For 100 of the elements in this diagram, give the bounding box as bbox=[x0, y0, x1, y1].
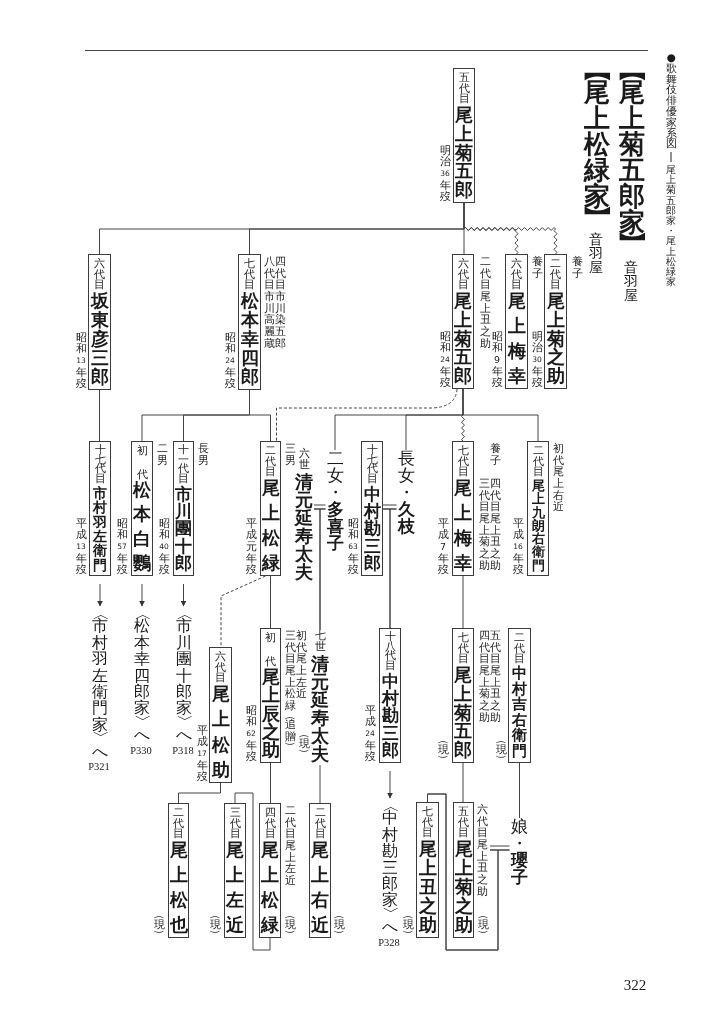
name-box bbox=[89, 441, 111, 576]
generation-label: 二代目 bbox=[549, 258, 562, 291]
stage-name: 尾上松緑 bbox=[260, 841, 280, 934]
generation-label: 十一代目 bbox=[177, 445, 190, 484]
stage-name: 尾上菊五郎 bbox=[453, 292, 473, 385]
stage-name: 尾上丑之助 bbox=[417, 840, 438, 934]
generation-label: 初代 bbox=[264, 632, 277, 666]
former-name: 八代目市川高麗蔵 bbox=[262, 256, 275, 350]
status-note: （現） bbox=[401, 911, 415, 938]
subtitle-text: 音羽屋 bbox=[588, 232, 604, 274]
former-name: 四代目尾上丑之助 bbox=[488, 478, 502, 572]
page-reference: P318 bbox=[172, 745, 194, 757]
running-header: 尾上菊五郎家・尾上松緑家 bbox=[665, 165, 677, 288]
generation-label: 二代目 bbox=[513, 632, 526, 665]
name-box bbox=[168, 803, 189, 938]
name-box bbox=[309, 803, 331, 938]
former-name: 二代目尾上丑之助 bbox=[478, 256, 492, 350]
connector-line bbox=[249, 389, 271, 442]
name-box bbox=[88, 254, 111, 390]
connector-line bbox=[319, 764, 321, 804]
name-box bbox=[452, 254, 474, 389]
connector-line bbox=[462, 762, 464, 803]
generation-label: 七代目 bbox=[456, 445, 470, 478]
stage-name: 尾上菊五郎 bbox=[453, 666, 473, 759]
connector-line bbox=[462, 575, 464, 629]
connector-line bbox=[234, 792, 271, 951]
generation-label: 四代目 bbox=[263, 807, 277, 840]
arrow bbox=[97, 583, 103, 607]
page-reference: P328 bbox=[378, 937, 400, 949]
page-reference: P321 bbox=[88, 762, 110, 773]
stage-name: 尾上梅幸 bbox=[453, 479, 473, 572]
connector-line bbox=[462, 388, 539, 442]
title-text: 【尾上松緑家】 bbox=[583, 62, 611, 226]
status-note: （現） bbox=[476, 911, 490, 938]
name-box bbox=[544, 254, 567, 389]
death-note: 昭和9年歿 bbox=[490, 330, 504, 389]
death-note: 平成元年歿 bbox=[244, 517, 258, 576]
connector-line bbox=[270, 762, 271, 804]
stage-name: 尾上菊之助 bbox=[453, 840, 474, 934]
generation-label: 七代目 bbox=[456, 632, 470, 665]
name-box bbox=[238, 254, 261, 390]
name-text: 清元延寿太夫 bbox=[310, 655, 330, 763]
name-box bbox=[453, 68, 475, 203]
generation-label: 十七代目 bbox=[365, 445, 379, 484]
stage-name: 尾上九朗右衛門 bbox=[530, 479, 546, 572]
name-box bbox=[209, 647, 232, 783]
generation-label: 五代目 bbox=[457, 72, 471, 105]
former-name: 三代目尾上松緑（追贈） bbox=[283, 630, 297, 751]
former-name: 二代目尾上左近 bbox=[283, 805, 297, 887]
name-box bbox=[259, 803, 281, 938]
relation-note: 養子 bbox=[488, 443, 502, 467]
status-note: （現） bbox=[494, 736, 508, 763]
name-box bbox=[416, 802, 439, 938]
stage-name: 市村羽左衛門 bbox=[92, 485, 108, 572]
former-name: 四代目尾上菊之助 bbox=[477, 630, 490, 724]
relation-note: 養子 bbox=[530, 256, 544, 280]
former-name: 三代目尾上菊之助 bbox=[477, 478, 490, 572]
subtitle-text: 音羽屋 bbox=[623, 260, 639, 302]
stage-name: 尾上右近 bbox=[310, 841, 330, 934]
cross-reference: 〈中村勘三郎家〉へ bbox=[381, 800, 399, 936]
death-note: 平成7年歿 bbox=[436, 517, 450, 576]
running-header: ●歌舞伎俳優家系図 bbox=[664, 52, 678, 150]
name-box bbox=[260, 628, 281, 763]
relation-note: 二男 bbox=[155, 443, 169, 467]
stage-name: 松本白鸚 bbox=[132, 481, 152, 572]
generation-label: 二代目 bbox=[531, 445, 545, 478]
name-box bbox=[452, 628, 474, 763]
name-box bbox=[379, 628, 401, 763]
stage-name: 尾上辰之助 bbox=[260, 668, 281, 759]
stage-name: 尾上梅幸 bbox=[506, 292, 527, 385]
status-note: （現） bbox=[283, 911, 297, 938]
generation-label: 七世 bbox=[313, 630, 327, 652]
wavy-line bbox=[463, 202, 558, 255]
generation-label: 七代目 bbox=[421, 806, 434, 839]
connector-line bbox=[99, 389, 100, 442]
name-box bbox=[453, 802, 474, 938]
name-box bbox=[260, 441, 281, 576]
cross-reference: 〈市川團十郎家〉へ bbox=[175, 608, 193, 744]
stage-name: 坂東彦三郎 bbox=[89, 292, 110, 386]
connector-line bbox=[519, 762, 520, 819]
generation-label: 六代目 bbox=[456, 258, 470, 291]
cross-reference: 〈松本幸四郎家〉へ bbox=[133, 608, 151, 744]
connector-line bbox=[178, 782, 221, 804]
relation-note: 三男 bbox=[283, 443, 297, 467]
stage-name: 中村吉右衛門 bbox=[510, 666, 528, 759]
stage-name: 尾上菊之助 bbox=[545, 292, 566, 385]
former-name: 四代目市川染五郎 bbox=[273, 256, 287, 350]
dashed-line bbox=[276, 388, 458, 442]
name-text: 長女・久枝 bbox=[396, 450, 416, 535]
name-box bbox=[505, 254, 528, 389]
generation-label: 十八代目 bbox=[383, 632, 397, 671]
generation-label: 初代 bbox=[136, 445, 148, 479]
status-note: （現） bbox=[152, 911, 166, 938]
name-text: 清元延寿太夫 bbox=[294, 473, 314, 581]
former-name: 初代尾上右近 bbox=[551, 443, 565, 514]
generation-label: 六世 bbox=[297, 448, 311, 470]
connector-line bbox=[270, 575, 271, 629]
stage-name: 市川團十郎 bbox=[174, 485, 193, 572]
generation-label: 二代目 bbox=[264, 445, 277, 478]
name-box bbox=[224, 803, 246, 938]
